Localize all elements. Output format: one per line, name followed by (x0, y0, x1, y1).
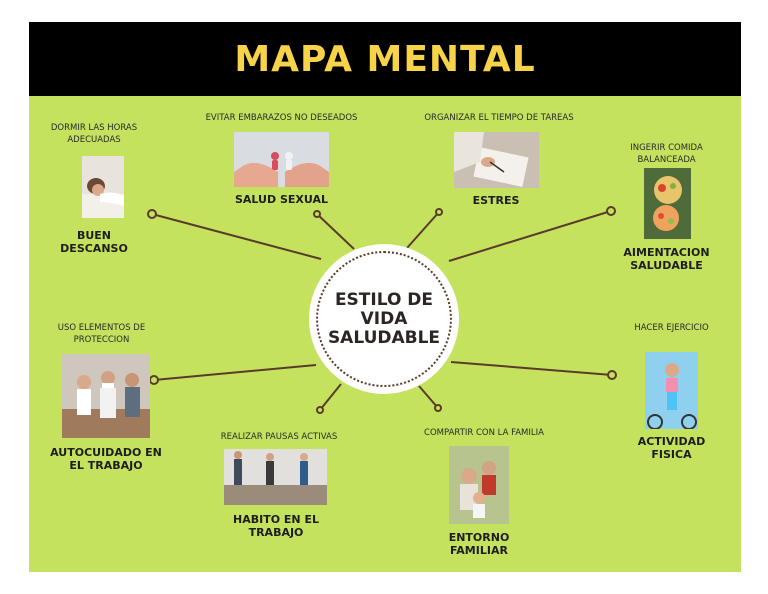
connector-alimentacion (448, 210, 612, 262)
autocuidado-description: USO ELEMENTOS DE PROTECCION (57, 323, 146, 345)
healthy-bowl-photo (644, 168, 691, 239)
mind-map-poster: MAPA MENTAL ESTILO DE VIDA SALUDABLE DOR… (29, 22, 741, 572)
header-bar: MAPA MENTAL (29, 22, 741, 96)
connector-actividad (450, 361, 613, 376)
connector-sexual (316, 213, 355, 250)
connector-end-autocuidado (149, 375, 159, 385)
central-node: ESTILO DE VIDA SALUDABLE (309, 244, 459, 394)
sexual-description: EVITAR EMBARAZOS NO DESEADOS (205, 113, 358, 123)
familia-label: ENTORNO FAMILIAR (448, 531, 510, 557)
connector-end-sexual (313, 210, 321, 218)
connector-end-pausas (316, 406, 324, 414)
connector-pausas (319, 383, 342, 411)
poster-title: MAPA MENTAL (234, 38, 536, 80)
office-stretching-photo (224, 449, 327, 505)
alimentacion-label: AIMENTACION SALUDABLE (623, 246, 710, 272)
actividad-label: ACTIVIDAD FISICA (637, 435, 706, 461)
masked-workers-photo (62, 354, 150, 438)
actividad-description: HACER EJERCICIO (634, 323, 709, 333)
connector-end-familia (434, 404, 442, 412)
connector-estres (406, 211, 440, 249)
hands-figures-photo (234, 132, 329, 187)
central-node-label: ESTILO DE VIDA SALUDABLE (327, 289, 441, 348)
alimentacion-description: INGERIR COMIDA BALANCEADA (630, 143, 703, 165)
pausas-label: HABITO EN EL TRABAJO (233, 513, 319, 539)
connector-end-actividad (607, 370, 617, 380)
woman-exercising-photo (645, 352, 698, 429)
writing-notebook-photo (454, 132, 539, 188)
familia-description: COMPARTIR CON LA FAMILIA (424, 428, 544, 438)
connector-end-estres (435, 208, 443, 216)
pausas-description: REALIZAR PAUSAS ACTIVAS (220, 432, 338, 442)
connector-end-descanso (147, 209, 157, 219)
sexual-label: SALUD SEXUAL (235, 193, 328, 206)
descanso-label: BUEN DESCANSO (60, 229, 128, 255)
autocuidado-label: AUTOCUIDADO EN EL TRABAJO (50, 446, 162, 472)
descanso-description: DORMIR LAS HORAS ADECUADAS (50, 123, 138, 145)
connector-familia (418, 385, 439, 409)
connector-end-alimentacion (606, 206, 616, 216)
family-photo (449, 446, 509, 524)
connector-autocuidado (153, 364, 317, 381)
sleeping-person-photo (82, 156, 124, 218)
connector-descanso (151, 213, 322, 260)
connector-lines (147, 206, 617, 414)
estres-description: ORGANIZAR EL TIEMPO DE TAREAS (424, 113, 574, 123)
estres-label: ESTRES (472, 194, 520, 207)
